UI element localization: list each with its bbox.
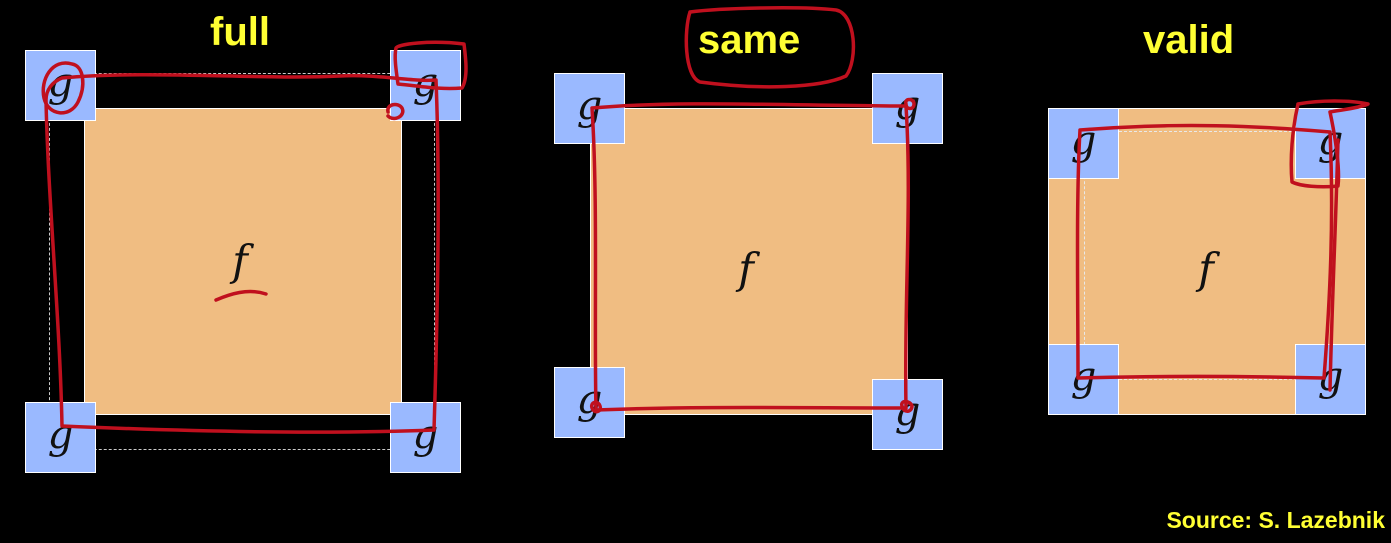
ink-same-dot-bottom-left [589,400,603,414]
image-f-full [84,108,402,415]
f-label-full: f [232,236,248,285]
kernel-g-same-bottom-left: g [554,367,625,438]
ink-full-rectangle [44,73,440,434]
ink-same-dot-top-right [904,97,916,111]
f-label-same: f [738,244,754,293]
panel-title-same: same [698,18,801,62]
g-label: g [412,60,439,106]
ink-same-dot-bottom-right [900,399,914,413]
source-credit: Source: S. Lazebnik [1166,507,1385,533]
ink-same-title-circle [684,6,856,89]
ink-valid-right-stroke [1328,138,1340,392]
ink-full-top-right-dot [386,102,405,121]
image-f-same [590,108,908,415]
ink-same-rectangle [590,102,911,412]
ink-full-top-right-hook [393,40,468,91]
panel-title-full: full [210,10,270,54]
ink-full-f-underline [214,289,268,302]
g-label: g [576,377,603,423]
panel-title-valid: valid [1143,18,1235,62]
ink-full-circle-top-left [41,61,85,115]
f-label-valid: f [1198,244,1214,293]
ink-valid-rectangle [1075,123,1334,380]
output-extent-full [49,73,435,450]
